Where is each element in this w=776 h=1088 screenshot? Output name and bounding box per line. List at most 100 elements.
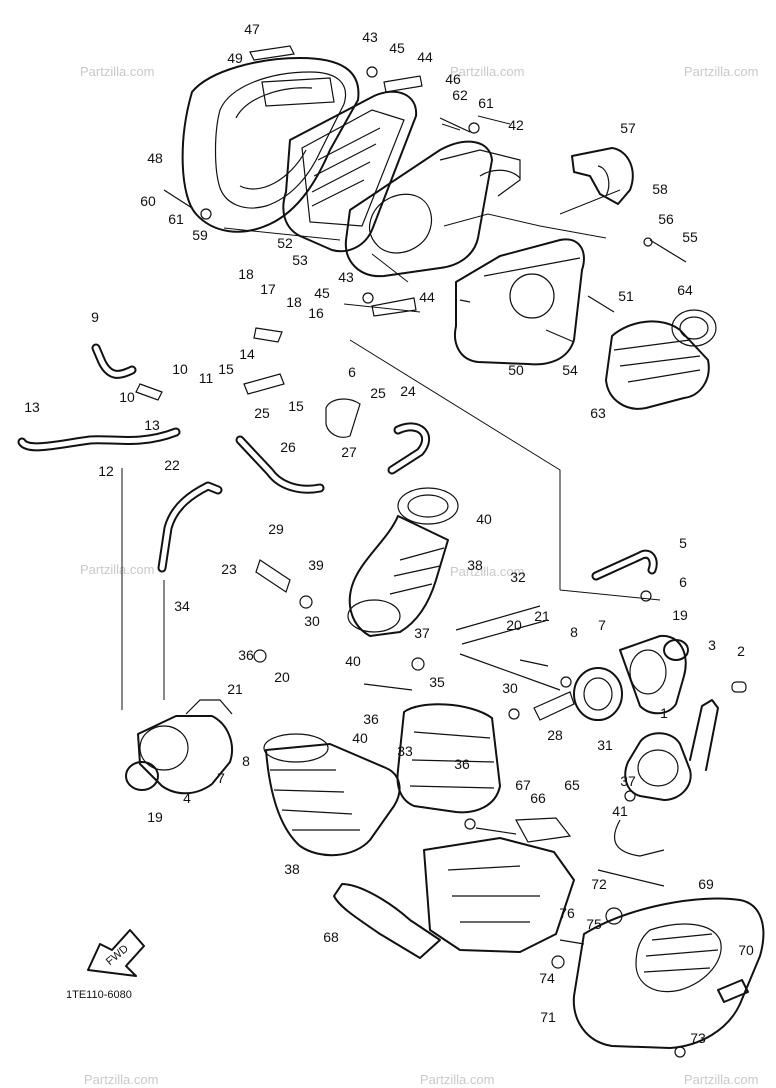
callout-7: 7 bbox=[217, 770, 225, 786]
callout-44: 44 bbox=[419, 289, 435, 305]
callout-37: 37 bbox=[620, 773, 636, 789]
callout-55: 55 bbox=[682, 229, 698, 245]
carburetor-31 bbox=[613, 699, 719, 857]
callout-24: 24 bbox=[400, 383, 416, 399]
seal-47 bbox=[249, 45, 295, 61]
carb-joint-upper bbox=[347, 487, 459, 637]
callout-36: 36 bbox=[363, 711, 379, 727]
callout-21: 21 bbox=[534, 608, 550, 624]
assembly-lines bbox=[121, 115, 661, 710]
callout-47: 47 bbox=[244, 21, 260, 37]
callout-34: 34 bbox=[174, 598, 190, 614]
callout-43: 43 bbox=[362, 29, 378, 45]
callout-26: 26 bbox=[280, 439, 296, 455]
callout-30: 30 bbox=[304, 613, 320, 629]
callout-20: 20 bbox=[274, 669, 290, 685]
callout-53: 53 bbox=[292, 252, 308, 268]
callout-6: 6 bbox=[679, 574, 687, 590]
fwd-arrow: FWD bbox=[87, 929, 145, 977]
watermark-7: Partzilla.com bbox=[420, 1072, 494, 1087]
callout-25: 25 bbox=[254, 405, 270, 421]
callout-33: 33 bbox=[397, 743, 413, 759]
joint-63-64 bbox=[605, 309, 717, 410]
watermark-8: Partzilla.com bbox=[684, 1072, 758, 1087]
callout-38: 38 bbox=[284, 861, 300, 877]
watermark-1: Partzilla.com bbox=[80, 64, 154, 79]
callout-39: 39 bbox=[308, 557, 324, 573]
drawing-code: 1TE110-6080 bbox=[66, 989, 132, 1001]
callout-37: 37 bbox=[414, 625, 430, 641]
callout-1: 1 bbox=[660, 705, 668, 721]
watermark-4: Partzilla.com bbox=[80, 562, 154, 577]
callout-10: 10 bbox=[119, 389, 135, 405]
callout-16: 16 bbox=[308, 305, 324, 321]
callout-15: 15 bbox=[218, 361, 234, 377]
callout-31: 31 bbox=[597, 737, 613, 753]
callout-40: 40 bbox=[476, 511, 492, 527]
callout-61: 61 bbox=[478, 95, 494, 111]
callout-46: 46 bbox=[445, 71, 461, 87]
callout-36: 36 bbox=[238, 647, 254, 663]
callout-27: 27 bbox=[341, 444, 357, 460]
watermark-2: Partzilla.com bbox=[450, 64, 524, 79]
callout-66: 66 bbox=[530, 790, 546, 806]
callout-32: 32 bbox=[510, 569, 526, 585]
callout-21: 21 bbox=[227, 681, 243, 697]
callout-61: 61 bbox=[168, 211, 184, 227]
watermark-3: Partzilla.com bbox=[684, 64, 758, 79]
callout-23: 23 bbox=[221, 561, 237, 577]
callout-74: 74 bbox=[539, 970, 555, 986]
callout-12: 12 bbox=[98, 463, 114, 479]
callout-76: 76 bbox=[559, 905, 575, 921]
callout-25: 25 bbox=[370, 385, 386, 401]
callout-20: 20 bbox=[506, 617, 522, 633]
callout-19: 19 bbox=[147, 809, 163, 825]
callout-17: 17 bbox=[260, 281, 276, 297]
callout-13: 13 bbox=[144, 417, 160, 433]
joint-1-right bbox=[573, 634, 747, 721]
callout-35: 35 bbox=[429, 674, 445, 690]
callout-11: 11 bbox=[199, 370, 214, 386]
callout-45: 45 bbox=[389, 40, 405, 56]
carb-joint-lower bbox=[263, 733, 401, 857]
joint-4-left bbox=[125, 699, 233, 795]
callout-8: 8 bbox=[242, 753, 250, 769]
callout-30: 30 bbox=[502, 680, 518, 696]
callout-52: 52 bbox=[277, 235, 293, 251]
callout-58: 58 bbox=[652, 181, 668, 197]
callout-29: 29 bbox=[268, 521, 284, 537]
callout-10: 10 bbox=[172, 361, 188, 377]
watermarks: Partzilla.com Partzilla.com Partzilla.co… bbox=[80, 64, 758, 1087]
air-cleaner-joint-42 bbox=[344, 140, 521, 278]
callout-19: 19 bbox=[672, 607, 688, 623]
body-33 bbox=[396, 703, 501, 814]
air-filter-element bbox=[282, 90, 418, 253]
callout-18: 18 bbox=[238, 266, 254, 282]
hardware-bolts bbox=[163, 66, 687, 1058]
callout-65: 65 bbox=[564, 777, 580, 793]
callout-43: 43 bbox=[338, 269, 354, 285]
callout-9: 9 bbox=[91, 309, 99, 325]
callout-48: 48 bbox=[147, 150, 163, 166]
callout-70: 70 bbox=[738, 942, 754, 958]
air-cleaner-case-left bbox=[181, 45, 360, 233]
callout-60: 60 bbox=[140, 193, 156, 209]
callout-38: 38 bbox=[467, 557, 483, 573]
callout-62: 62 bbox=[452, 87, 468, 103]
callout-71: 71 bbox=[540, 1009, 556, 1025]
callout-42: 42 bbox=[508, 117, 524, 133]
cover-57 bbox=[571, 147, 634, 205]
callout-64: 64 bbox=[677, 282, 693, 298]
callout-7: 7 bbox=[598, 617, 606, 633]
callout-75: 75 bbox=[586, 916, 602, 932]
cover-50 bbox=[454, 238, 585, 366]
callout-73: 73 bbox=[690, 1030, 706, 1046]
callout-6: 6 bbox=[348, 364, 356, 380]
callout-45: 45 bbox=[314, 285, 330, 301]
callout-2: 2 bbox=[737, 643, 745, 659]
callout-49: 49 bbox=[227, 50, 243, 66]
callout-36: 36 bbox=[454, 756, 470, 772]
callout-22: 22 bbox=[164, 457, 180, 473]
